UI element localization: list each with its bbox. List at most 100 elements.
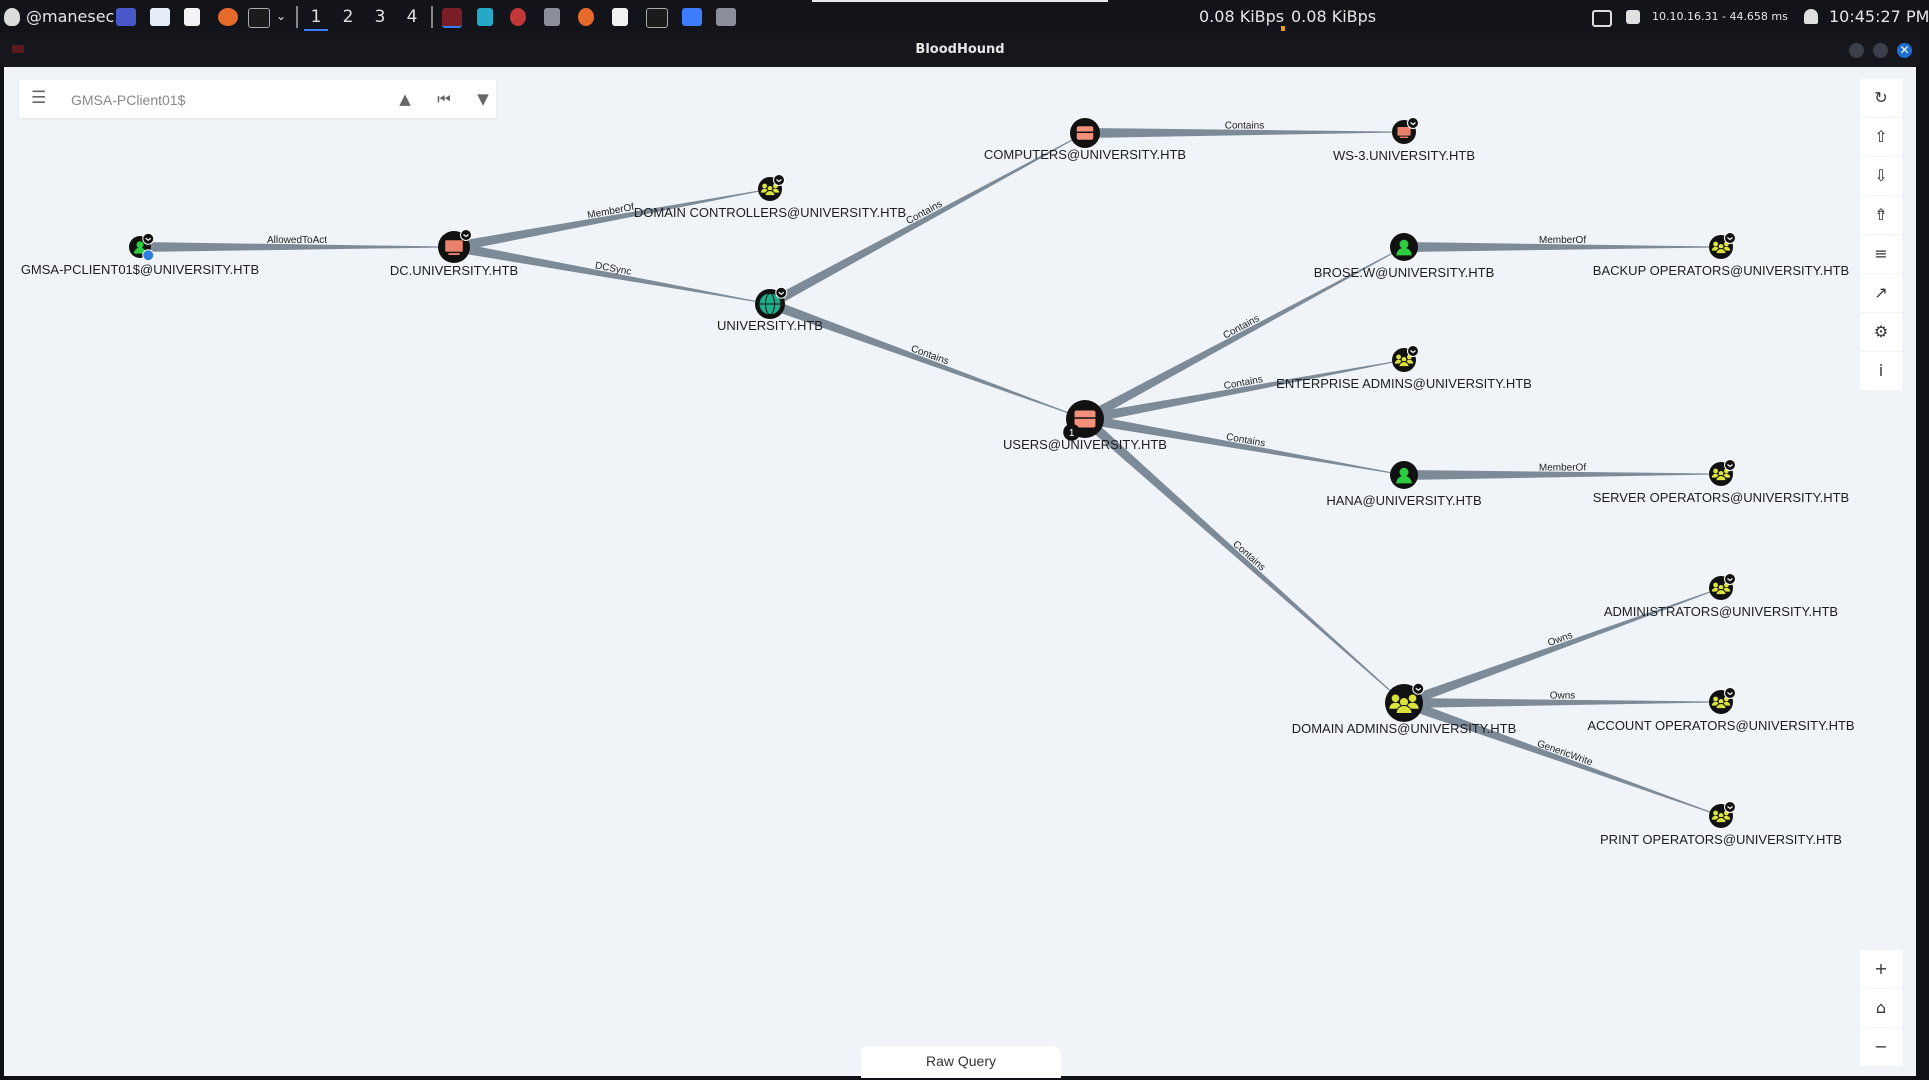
edge-univ-users[interactable] [768,299,1068,414]
firefox-icon[interactable] [218,8,238,26]
collapsed-count: 1 [1069,428,1075,439]
edge-label: Owns [1550,690,1576,701]
refresh-icon[interactable]: ↻ [1860,79,1902,117]
download-icon[interactable]: ⇩ [1860,157,1902,195]
window-icon[interactable] [716,8,736,26]
text-editor-icon[interactable] [184,8,200,26]
chart-icon[interactable]: ↗ [1860,274,1902,312]
node-label: GMSA-PCLIENT01$@UNIVERSITY.HTB [21,262,259,277]
divider [431,6,433,28]
node-computers[interactable]: COMPUTERS@UNIVERSITY.HTB [984,118,1186,162]
window-title: BloodHound [915,42,1005,57]
edge-label: AllowedToAct [267,235,327,246]
node-dcs[interactable]: DOMAIN CONTROLLERS@UNIVERSITY.HTB [634,174,906,221]
node-label: HANA@UNIVERSITY.HTB [1326,493,1481,508]
import-icon[interactable]: ⇮ [1860,196,1902,234]
node-gmsa[interactable]: GMSA-PCLIENT01$@UNIVERSITY.HTB [21,232,259,277]
app-bolt-icon[interactable] [477,8,493,26]
zoom-in-icon[interactable]: + [1860,950,1902,988]
workspace-2[interactable]: 2 [342,7,354,27]
window-titlebar: BloodHound ✕ [0,33,1920,67]
node-label: PRINT OPERATORS@UNIVERSITY.HTB [1600,832,1842,847]
divider [296,6,298,28]
graph-canvas[interactable]: AllowedToActMemberOfDCSyncContainsContai… [4,67,1916,1076]
close-button[interactable]: ✕ [1897,43,1912,58]
node-da[interactable]: DOMAIN ADMINS@UNIVERSITY.HTB [1292,682,1517,736]
desktop-icon[interactable] [116,8,136,26]
bloodhound-app-icon[interactable] [442,8,462,28]
folder-icon[interactable] [682,8,702,26]
node-dc[interactable]: DC.UNIVERSITY.HTB [390,229,518,279]
filter-icon[interactable]: ▼ [477,90,489,108]
node-brose[interactable]: BROSE.W@UNIVERSITY.HTB [1314,233,1495,280]
node-ea[interactable]: ENTERPRISE ADMINS@UNIVERSITY.HTB [1276,345,1532,392]
edge-univ-computers[interactable] [767,139,1073,309]
pathfinding-icon[interactable]: ▲ [399,90,411,108]
edge-da-acctops[interactable] [1403,698,1710,708]
raw-query-button[interactable]: Raw Query [861,1046,1061,1078]
node-backup[interactable]: BACKUP OPERATORS@UNIVERSITY.HTB [1593,232,1849,279]
upload-icon[interactable]: ⇧ [1860,118,1902,156]
edge-users-da[interactable] [1081,415,1391,691]
high-value-icon [142,232,155,245]
edge-brose-backup[interactable] [1404,242,1709,252]
zoom-out-icon[interactable]: − [1860,1028,1902,1066]
edge-label: Contains [1225,120,1265,131]
document-icon[interactable] [612,8,628,26]
firefox-window-icon[interactable] [578,8,594,26]
high-value-icon [1724,573,1736,585]
vpn-lock-icon[interactable] [1626,10,1640,24]
workspace-3[interactable]: 3 [374,7,386,27]
edge-users-ea[interactable] [1084,361,1393,424]
node-ws3[interactable]: WS-3.UNIVERSITY.HTB [1333,117,1475,164]
edge-label: MemberOf [1539,462,1586,473]
edge-label: MemberOf [1539,235,1586,246]
settings-icon[interactable]: ⚙ [1860,313,1902,351]
back-icon[interactable]: ⏮ [437,90,451,108]
workspace-1[interactable]: 1 [304,5,328,31]
edge-dc-dcs[interactable] [453,190,759,252]
display-icon[interactable] [1592,10,1612,27]
edge-hana-serverops[interactable] [1403,470,1710,480]
node-label: COMPUTERS@UNIVERSITY.HTB [984,147,1186,162]
query-list-icon[interactable]: ≡ [1860,235,1902,273]
file-manager-icon[interactable] [150,8,170,26]
maximize-button[interactable] [1873,43,1888,58]
edge-dc-univ[interactable] [453,242,756,302]
high-value-icon [1724,801,1736,813]
node-label: UNIVERSITY.HTB [717,318,823,333]
node-hana[interactable]: HANA@UNIVERSITY.HTB [1326,461,1482,508]
workspace-4[interactable]: 4 [406,7,418,27]
edge-da-printops[interactable] [1402,698,1710,813]
menu-icon[interactable]: ☰ [31,88,47,108]
database-icon[interactable] [544,8,560,26]
high-value-icon [1724,687,1736,699]
edge-da-admins[interactable] [1402,591,1710,708]
minimize-button[interactable] [1849,43,1864,58]
edge-gmsa-dc[interactable] [140,242,438,252]
notification-bell-icon[interactable] [1804,9,1818,24]
node-univ[interactable]: UNIVERSITY.HTB [717,286,823,333]
edge-users-hana[interactable] [1084,414,1391,474]
info-icon[interactable]: i [1860,352,1902,390]
chevron-down-icon[interactable]: ⌄ [276,9,287,23]
high-value-icon [1407,345,1419,357]
edges-layer: AllowedToActMemberOfDCSyncContainsContai… [140,120,1710,813]
node-label: ADMINISTRATORS@UNIVERSITY.HTB [1604,604,1838,619]
terminal-icon[interactable] [248,8,270,28]
terminal-window-icon[interactable] [646,8,668,28]
username-label: @manesec [26,7,115,26]
search-input[interactable] [69,87,383,113]
high-value-icon [1407,117,1419,129]
edge-users-brose[interactable] [1082,253,1392,424]
home-icon[interactable]: ⌂ [1860,989,1902,1027]
cherry-icon[interactable] [510,8,526,26]
node-admins[interactable]: ADMINISTRATORS@UNIVERSITY.HTB [1604,573,1838,620]
node-serverops[interactable]: SERVER OPERATORS@UNIVERSITY.HTB [1593,459,1849,506]
edge-computers-ws3[interactable] [1084,128,1393,138]
clock: 10:45:27 PM [1829,7,1929,26]
node-acctops[interactable]: ACCOUNT OPERATORS@UNIVERSITY.HTB [1587,687,1855,734]
os-logo-icon[interactable] [4,8,20,26]
node-printops[interactable]: PRINT OPERATORS@UNIVERSITY.HTB [1600,801,1842,848]
